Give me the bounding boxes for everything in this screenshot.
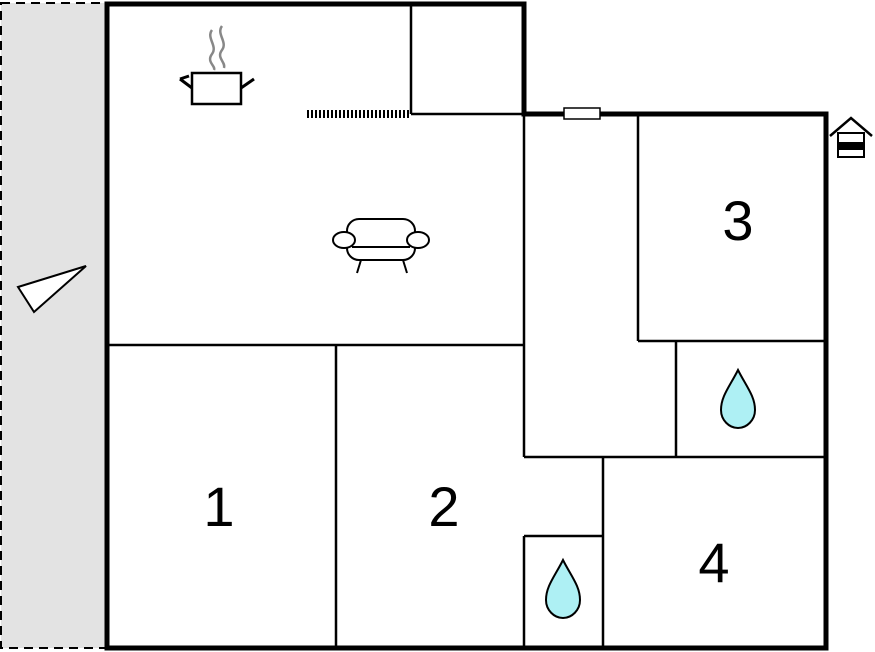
house-entrance-icon	[829, 116, 873, 158]
cooking-pot-icon	[179, 25, 255, 106]
interior-walls	[107, 4, 826, 648]
outer-walls	[104, 1, 829, 651]
water-drop-icon	[719, 367, 757, 430]
room-label-1: 1	[203, 475, 234, 538]
room-label-3: 3	[722, 189, 753, 252]
room-label-2: 2	[428, 475, 459, 538]
water-drop-icon	[544, 557, 582, 620]
room-label-4: 4	[698, 531, 729, 594]
window	[563, 107, 601, 120]
sofa-icon	[332, 218, 430, 274]
terrace-area	[0, 2, 108, 649]
view-direction-icon	[16, 265, 87, 314]
